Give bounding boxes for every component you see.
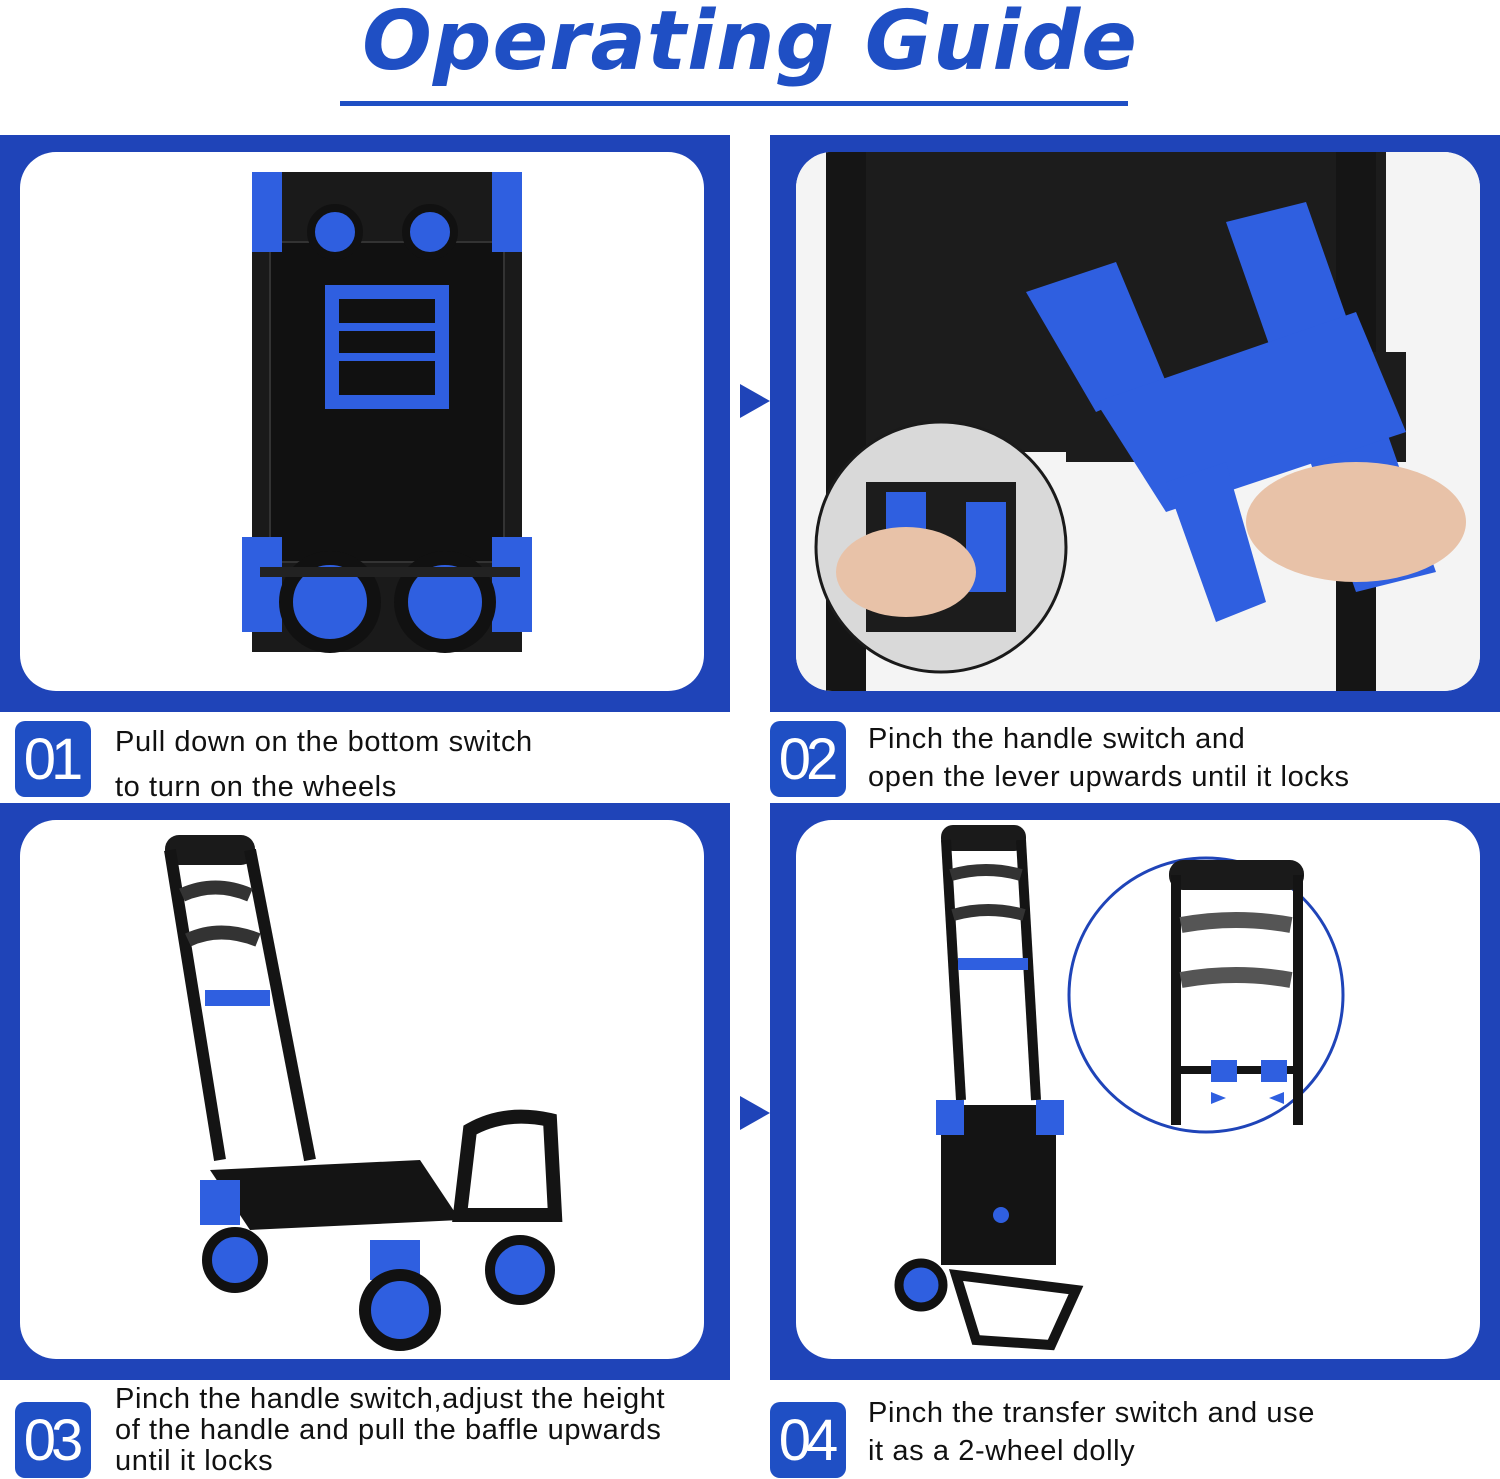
step-number-02: 02 <box>770 721 846 797</box>
step-number-04: 04 <box>770 1402 846 1478</box>
step-4-image-panel <box>770 803 1500 1380</box>
step-4-line-1: Pinch the transfer switch and use <box>868 1397 1315 1429</box>
step-number-03: 03 <box>15 1402 91 1478</box>
step-3-image-panel <box>0 803 730 1380</box>
step-3-line-2: of the handle and pull the baffle upward… <box>115 1414 662 1446</box>
step-4-line-2: it as a 2-wheel dolly <box>868 1435 1136 1467</box>
folded-cart-image <box>242 172 532 653</box>
step-1-caption: Pull down on the bottom switch to turn o… <box>115 720 533 810</box>
step-3-caption: Pinch the handle switch,adjust the heigh… <box>115 1384 665 1477</box>
step-2-line-1: Pinch the handle switch and <box>868 723 1246 755</box>
step-number-01: 01 <box>15 721 91 797</box>
page-title: Operating Guide <box>362 0 1138 89</box>
step-1-line-2: to turn on the wheels <box>115 771 397 803</box>
next-arrow-icon <box>740 384 770 418</box>
next-arrow-icon <box>740 1096 770 1130</box>
step-1-image-panel <box>0 135 730 712</box>
title-underline <box>340 101 1128 106</box>
step-2-image-panel <box>770 135 1500 712</box>
step-1-line-1: Pull down on the bottom switch <box>115 726 533 758</box>
step-2-caption: Pinch the handle switch and open the lev… <box>868 720 1350 796</box>
handle-lever-image <box>796 152 1480 691</box>
two-wheel-dolly-image <box>894 825 1345 1351</box>
step-3-line-1: Pinch the handle switch,adjust the heigh… <box>115 1383 666 1415</box>
step-4-caption: Pinch the transfer switch and use it as … <box>868 1394 1315 1470</box>
step-3-line-3: until it locks <box>115 1445 274 1477</box>
step-2-line-2: open the lever upwards until it locks <box>868 761 1350 793</box>
platform-cart-image <box>164 835 563 1351</box>
